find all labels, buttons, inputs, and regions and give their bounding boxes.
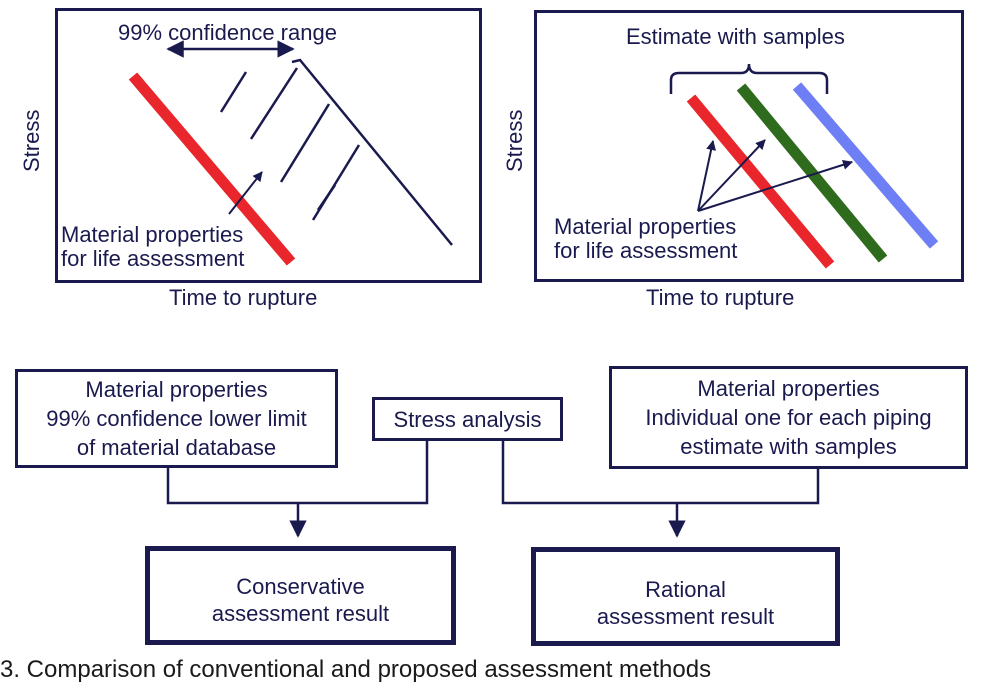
rational-result-box: Rational assessment result xyxy=(531,547,840,646)
data-scatter-line xyxy=(279,103,331,183)
right-y-axis-label: Stress xyxy=(502,109,527,172)
pointer-arrow-blue xyxy=(697,159,853,212)
left-x-axis-label: Time to rupture xyxy=(169,285,318,310)
left-note-line2: for life assessment xyxy=(61,246,245,271)
conservative-result-box: Conservative assessment result xyxy=(145,546,456,645)
box-line: assessment result xyxy=(596,604,775,629)
box-line: estimate with samples xyxy=(680,434,897,459)
sample-green-line xyxy=(736,83,888,263)
conventional-input-box: Material properties 99% confidence lower… xyxy=(15,369,338,468)
estimate-with-samples-label: Estimate with samples xyxy=(626,24,845,49)
box-line: Rational xyxy=(645,577,726,602)
box-line: Material properties xyxy=(697,376,880,401)
pointer-arrow xyxy=(228,171,263,215)
data-scatter-line xyxy=(219,71,248,113)
proposed-chart-panel xyxy=(534,10,964,282)
box-line: Material properties xyxy=(85,377,268,402)
box-line: Stress analysis xyxy=(393,406,542,432)
box-line: Conservative xyxy=(236,574,365,599)
data-scatter-line xyxy=(249,67,299,140)
left-y-axis-label: Stress xyxy=(19,109,44,172)
right-x-axis-label: Time to rupture xyxy=(646,285,795,310)
box-line: Individual one for each piping xyxy=(645,405,932,430)
figure-caption: 3. Comparison of conventional and propos… xyxy=(0,656,712,683)
database-red-line xyxy=(128,72,296,266)
confidence-envelope-line xyxy=(291,58,453,246)
right-note-line1: Material properties xyxy=(554,214,737,239)
pointer-arrow-green xyxy=(697,139,766,212)
sample-blue-line xyxy=(792,82,939,249)
sample-red-line xyxy=(686,94,835,269)
data-scatter-line xyxy=(316,184,337,211)
proposed-input-box: Material properties Individual one for e… xyxy=(609,366,968,469)
pointer-arrow-red xyxy=(697,140,717,212)
box-line: assessment result xyxy=(211,601,390,626)
right-note-line2: for life assessment xyxy=(554,238,738,263)
confidence-range-label: 99% confidence range xyxy=(118,20,337,45)
box-line: 99% confidence lower limit xyxy=(46,406,307,431)
box-line: of material database xyxy=(76,435,277,460)
estimate-brace xyxy=(669,63,829,94)
stress-analysis-box: Stress analysis xyxy=(372,397,563,441)
left-note-line1: Material properties xyxy=(61,222,244,247)
connector-right xyxy=(501,439,820,505)
